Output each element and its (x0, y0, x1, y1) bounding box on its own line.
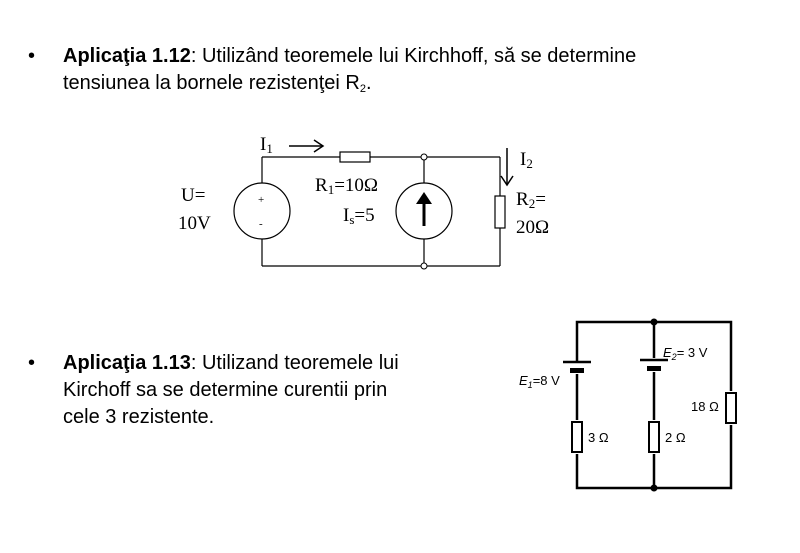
battery-e2 (640, 358, 668, 371)
r2-label: R2= (516, 189, 546, 211)
i2-label: I2 (520, 149, 533, 171)
node (420, 262, 428, 270)
node (650, 318, 658, 326)
bullet-title: Aplicaţia 1.12 (63, 45, 191, 67)
source-label-value: 10V (178, 213, 211, 234)
i1-label: I1 (260, 134, 273, 156)
resistor-18-ohm (725, 392, 737, 424)
bullet-line-1: Aplicaţia 1.13: Utilizand teoremele lui (63, 350, 399, 377)
e2-label: E2= 3 V (663, 345, 708, 362)
bullet-line-1-text: : Utilizand teoremele lui (190, 352, 399, 374)
i1-arrow-icon (289, 139, 325, 153)
resistor-3-ohm (571, 421, 583, 453)
r18-label: 18 Ω (691, 399, 719, 414)
plus-sign: + (258, 194, 264, 206)
r2-value: 20Ω (516, 217, 549, 238)
bullet-text: Aplicaţia 1.12: Utilizând teoremele lui … (63, 43, 636, 103)
current-source-arrow-icon (416, 192, 432, 226)
bullet-text: Aplicaţia 1.13: Utilizand teoremele lui … (63, 350, 399, 431)
resistor-2-ohm (648, 421, 660, 453)
resistor-r1 (339, 151, 371, 163)
bullet-line-2: tensiunea la bornele rezistenţei R2. (63, 70, 636, 103)
r2-subscript: 2 (359, 83, 366, 95)
current-source (395, 182, 453, 240)
i2-arrow-icon (500, 148, 514, 187)
bullet-marker: • (28, 352, 36, 374)
resistor-r2 (494, 195, 506, 229)
node (650, 484, 658, 492)
is-label: Is=5 (343, 205, 375, 227)
bullet-line-1: Aplicaţia 1.12: Utilizând teoremele lui … (63, 43, 636, 70)
r2-label-2: 2 Ω (665, 430, 686, 445)
r1-label: R1=10Ω (315, 175, 378, 197)
battery-e1 (563, 360, 591, 373)
e1-label: E1=8 V (519, 373, 560, 390)
bullet-marker: • (28, 45, 36, 67)
bullet-line-2-end: . (365, 72, 372, 94)
source-label-u: U= (181, 185, 205, 206)
bullet-line-3: cele 3 rezistente. (63, 406, 215, 428)
voltage-source (233, 182, 291, 240)
bullet-line-2-text: tensiunea la bornele rezistenţei R (63, 72, 360, 94)
bullet-line-1-text: : Utilizând teoremele lui Kirchhoff, să … (190, 45, 637, 67)
bullet-title: Aplicaţia 1.13 (63, 352, 191, 374)
node (420, 153, 428, 161)
r3-label: 3 Ω (588, 430, 609, 445)
bullet-line-2: Kirchoff sa se determine curentii prin (63, 379, 388, 401)
minus-sign: - (259, 218, 263, 230)
